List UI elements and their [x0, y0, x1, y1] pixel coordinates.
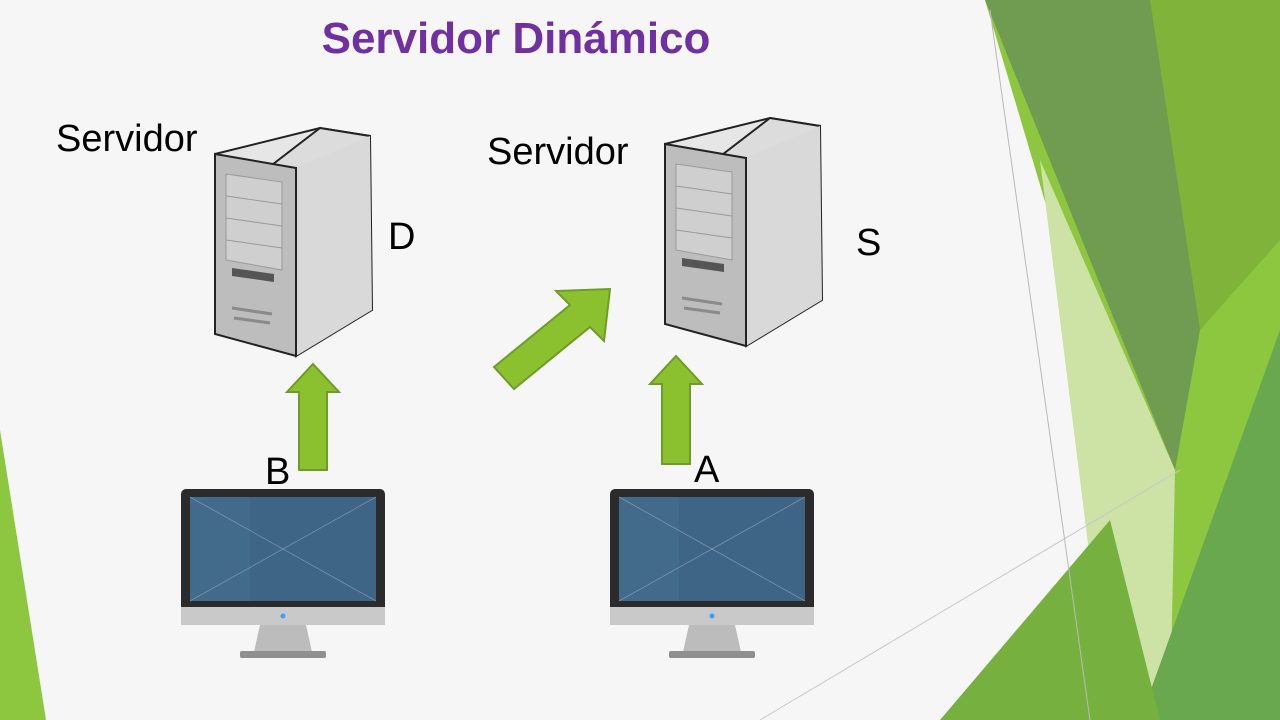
bottom-green-facet [940, 520, 1160, 720]
server-left-letter: D [388, 216, 416, 258]
server-right-letter: S [856, 222, 882, 264]
desktop-monitor-icon [610, 489, 814, 658]
desktop-monitor-icon [181, 489, 385, 658]
server-right-label: Servidor [487, 131, 629, 173]
right-mid-facet [1150, 0, 1280, 330]
left-green-sliver [0, 430, 46, 720]
up-arrow-left [284, 362, 342, 471]
computer-right-letter: A [694, 449, 720, 491]
right-bottom-facet [1140, 330, 1280, 720]
server-tower-icon [214, 126, 374, 358]
slide-title: Servidor Dinámico [321, 14, 711, 63]
computer-left-letter: B [265, 451, 291, 493]
server-left-label: Servidor [56, 118, 198, 160]
up-arrow-right [647, 354, 705, 465]
server-tower-icon [664, 116, 824, 348]
diagonal-arrow [492, 287, 612, 391]
right-light-facet [1040, 160, 1175, 720]
